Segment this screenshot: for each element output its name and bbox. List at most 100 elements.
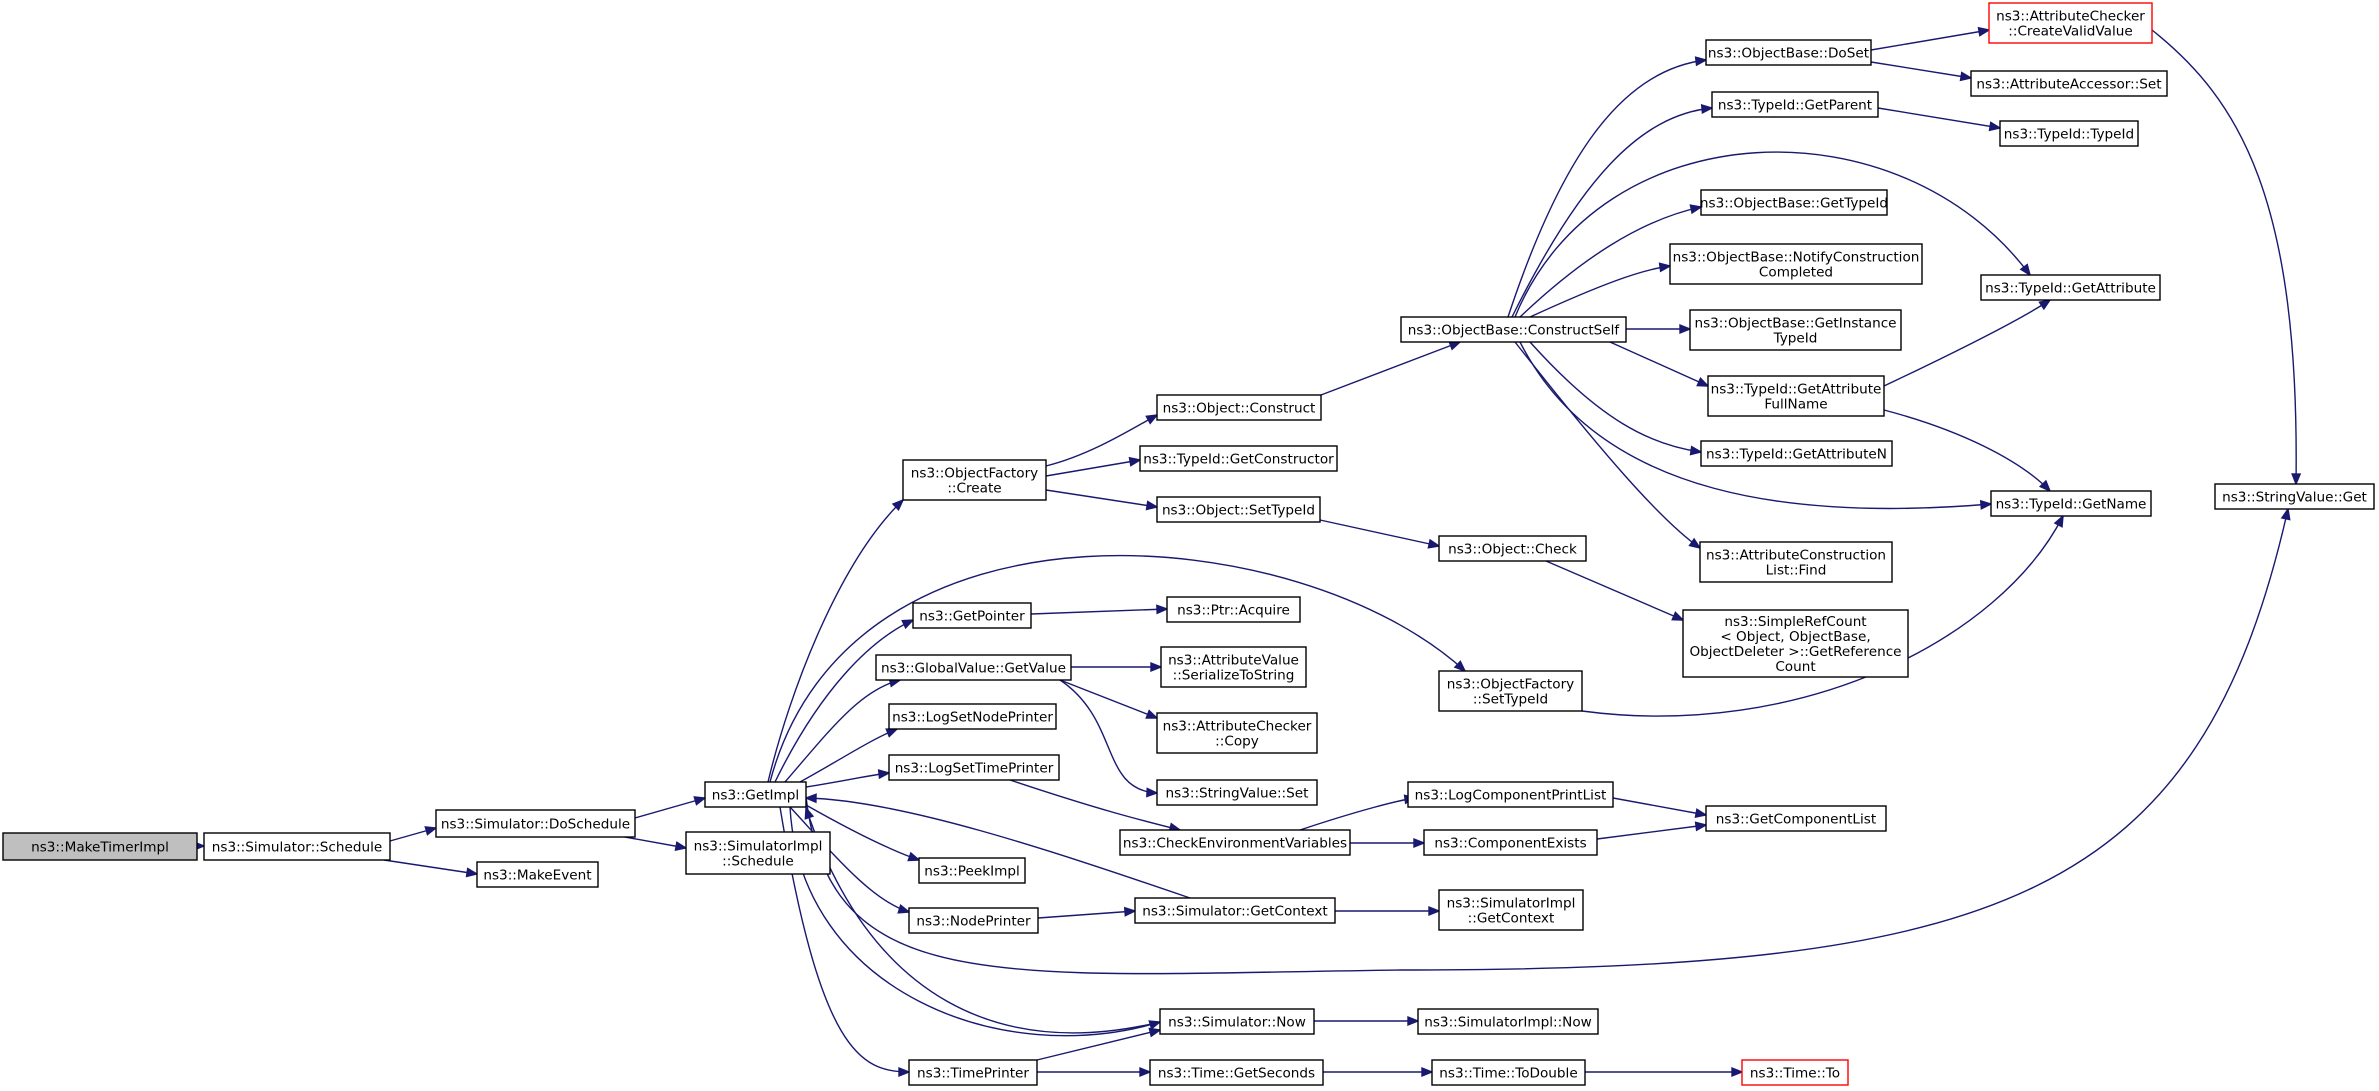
node-obget-type-id[interactable]: ns3::ObjectBase::GetTypeId xyxy=(1700,189,1888,216)
arrowhead xyxy=(2038,479,2052,493)
node-comp-exists[interactable]: ns3::ComponentExists xyxy=(1423,829,1598,856)
node-label: ns3::TypeId::TypeId xyxy=(2004,127,2134,143)
edge-obj-set-type-id-to-obj-check xyxy=(1319,519,1441,549)
node-tiget-constructor[interactable]: ns3::TypeId::GetConstructor xyxy=(1139,445,1338,472)
node-get-attribute-n[interactable]: ns3::TypeId::GetAttributeN xyxy=(1700,440,1893,467)
node-peek-impl[interactable]: ns3::PeekImpl xyxy=(918,857,1026,884)
edge-construct-self-to-tiget-attribute xyxy=(1514,151,2032,318)
node-label: ns3::SimulatorImpl xyxy=(1447,896,1576,912)
node-simple-ref-count[interactable]: ns3::SimpleRefCount< Object, ObjectBase,… xyxy=(1682,609,1909,678)
node-do-set[interactable]: ns3::ObjectBase::DoSet xyxy=(1705,39,1872,66)
edge-construct-self-to-get-attribute-full-name xyxy=(1609,341,1710,387)
node-sim-impl-schedule[interactable]: ns3::SimulatorImpl::Schedule xyxy=(685,831,831,875)
node-label: ns3::TimePrinter xyxy=(917,1066,1029,1082)
node-box xyxy=(1156,712,1318,754)
arrowhead xyxy=(1979,499,1993,510)
node-label: ::Schedule xyxy=(722,854,794,870)
edge-get-impl-to-svget xyxy=(805,507,2291,975)
arrowhead xyxy=(1421,1066,1434,1078)
node-construct-self[interactable]: ns3::ObjectBase::ConstructSelf xyxy=(1400,316,1627,343)
arrowhead xyxy=(1694,808,1708,819)
edge-create-valid-value-to-svget xyxy=(2151,29,2302,486)
node-ptr-acquire[interactable]: ns3::Ptr::Acquire xyxy=(1166,596,1301,623)
node-check-env[interactable]: ns3::CheckEnvironmentVariables xyxy=(1119,829,1351,856)
node-time-printer[interactable]: ns3::TimePrinter xyxy=(908,1059,1038,1086)
node-time-to-double[interactable]: ns3::Time::ToDouble xyxy=(1431,1059,1586,1086)
node-make-timer-impl[interactable]: ns3::MakeTimerImpl xyxy=(2,832,198,861)
node-obj-construct[interactable]: ns3::Object::Construct xyxy=(1156,394,1322,421)
node-label: ns3::AttributeChecker xyxy=(1996,9,2145,25)
node-get-component-list[interactable]: ns3::GetComponentList xyxy=(1705,805,1887,832)
node-sim-get-context[interactable]: ns3::Simulator::GetContext xyxy=(1134,897,1336,924)
node-tiget-parent[interactable]: ns3::TypeId::GetParent xyxy=(1711,91,1879,118)
node-do-schedule[interactable]: ns3::Simulator::DoSchedule xyxy=(435,809,636,838)
node-log-comp-print-list[interactable]: ns3::LogComponentPrintList xyxy=(1407,781,1614,808)
node-obj-check[interactable]: ns3::Object::Check xyxy=(1438,535,1587,562)
node-sim-impl-now[interactable]: ns3::SimulatorImpl::Now xyxy=(1417,1008,1599,1035)
edge-get-pointer-to-ptr-acquire xyxy=(1030,604,1169,615)
node-get-impl[interactable]: ns3::GetImpl xyxy=(704,781,807,808)
node-box xyxy=(1156,496,1321,523)
node-label: ns3::Time::To xyxy=(1750,1066,1840,1082)
node-label: ::Copy xyxy=(1215,734,1259,750)
node-node-printer[interactable]: ns3::NodePrinter xyxy=(908,907,1039,934)
arrowhead xyxy=(901,619,915,630)
edge-get-impl-to-get-pointer xyxy=(774,619,915,783)
node-time-to[interactable]: ns3::Time::To xyxy=(1741,1059,1849,1086)
node-label: ns3::Simulator::Schedule xyxy=(212,840,383,856)
node-box xyxy=(1156,394,1322,421)
node-notify-construction[interactable]: ns3::ObjectBase::NotifyConstructionCompl… xyxy=(1669,243,1923,285)
node-sim-now[interactable]: ns3::Simulator::Now xyxy=(1159,1008,1315,1035)
node-log-set-time-printer[interactable]: ns3::LogSetTimePrinter xyxy=(888,754,1060,781)
node-box xyxy=(918,857,1026,884)
node-box xyxy=(1669,243,1923,285)
node-label: ns3::ComponentExists xyxy=(1434,836,1586,852)
edge-do-schedule-to-sim-impl-schedule xyxy=(624,836,688,852)
node-get-pointer[interactable]: ns3::GetPointer xyxy=(912,602,1032,629)
node-label: ns3::TypeId::GetAttribute xyxy=(1985,281,2156,297)
arrowhead xyxy=(1413,837,1426,849)
edge-line xyxy=(1883,299,2051,387)
edge-construct-self-to-tiget-parent xyxy=(1511,104,1714,318)
arrowhead xyxy=(465,867,479,878)
node-obj-factory-create[interactable]: ns3::ObjectFactory::Create xyxy=(902,459,1047,501)
edge-obj-construct-to-construct-self xyxy=(1320,341,1462,396)
node-sim-impl-get-context[interactable]: ns3::SimulatorImpl::GetContext xyxy=(1438,889,1584,931)
node-label: ns3::ObjectBase::DoSet xyxy=(1708,46,1869,62)
node-svget[interactable]: ns3::StringValue::Get xyxy=(2214,483,2375,510)
edge-check-env-to-comp-exists xyxy=(1350,837,1426,849)
node-label: ns3::CheckEnvironmentVariables xyxy=(1123,836,1347,852)
edge-line xyxy=(2151,29,2297,485)
node-box xyxy=(1417,1008,1599,1035)
node-svset[interactable]: ns3::StringValue::Set xyxy=(1156,779,1318,806)
node-avserialize[interactable]: ns3::AttributeValue::SerializeToString xyxy=(1160,646,1307,688)
node-titype-id[interactable]: ns3::TypeId::TypeId xyxy=(1999,120,2139,147)
node-obj-set-type-id[interactable]: ns3::Object::SetTypeId xyxy=(1156,496,1321,523)
edge-line xyxy=(1030,608,1168,615)
arrowhead xyxy=(1689,204,1703,215)
node-tiget-attribute[interactable]: ns3::TypeId::GetAttribute xyxy=(1980,274,2161,301)
node-tiget-name[interactable]: ns3::TypeId::GetName xyxy=(1990,490,2152,517)
node-log-set-node-printer[interactable]: ns3::LogSetNodePrinter xyxy=(888,703,1057,730)
node-accopy[interactable]: ns3::AttributeChecker::Copy xyxy=(1156,712,1318,754)
arrowhead xyxy=(1694,56,1708,67)
arrowhead xyxy=(2291,473,2302,486)
edge-get-impl-to-obj-factory-create xyxy=(767,498,905,783)
edge-line xyxy=(1045,489,1158,508)
node-accessor-set[interactable]: ns3::AttributeAccessor::Set xyxy=(1970,70,2168,97)
node-box xyxy=(1149,1059,1324,1086)
node-make-event[interactable]: ns3::MakeEvent xyxy=(476,861,599,888)
node-ofset-type-id[interactable]: ns3::ObjectFactory::SetTypeId xyxy=(1438,670,1583,712)
node-time-get-seconds[interactable]: ns3::Time::GetSeconds xyxy=(1149,1059,1324,1086)
edge-line xyxy=(1877,107,2001,129)
node-sim-schedule[interactable]: ns3::Simulator::Schedule xyxy=(203,832,391,861)
node-label: ::SerializeToString xyxy=(1173,668,1295,684)
edge-line xyxy=(1870,29,1990,51)
arrowhead xyxy=(1977,26,1991,37)
node-gvget-value[interactable]: ns3::GlobalValue::GetValue xyxy=(875,654,1072,681)
node-box xyxy=(1741,1059,1849,1086)
node-create-valid-value[interactable]: ns3::AttributeChecker::CreateValidValue xyxy=(1988,2,2153,44)
